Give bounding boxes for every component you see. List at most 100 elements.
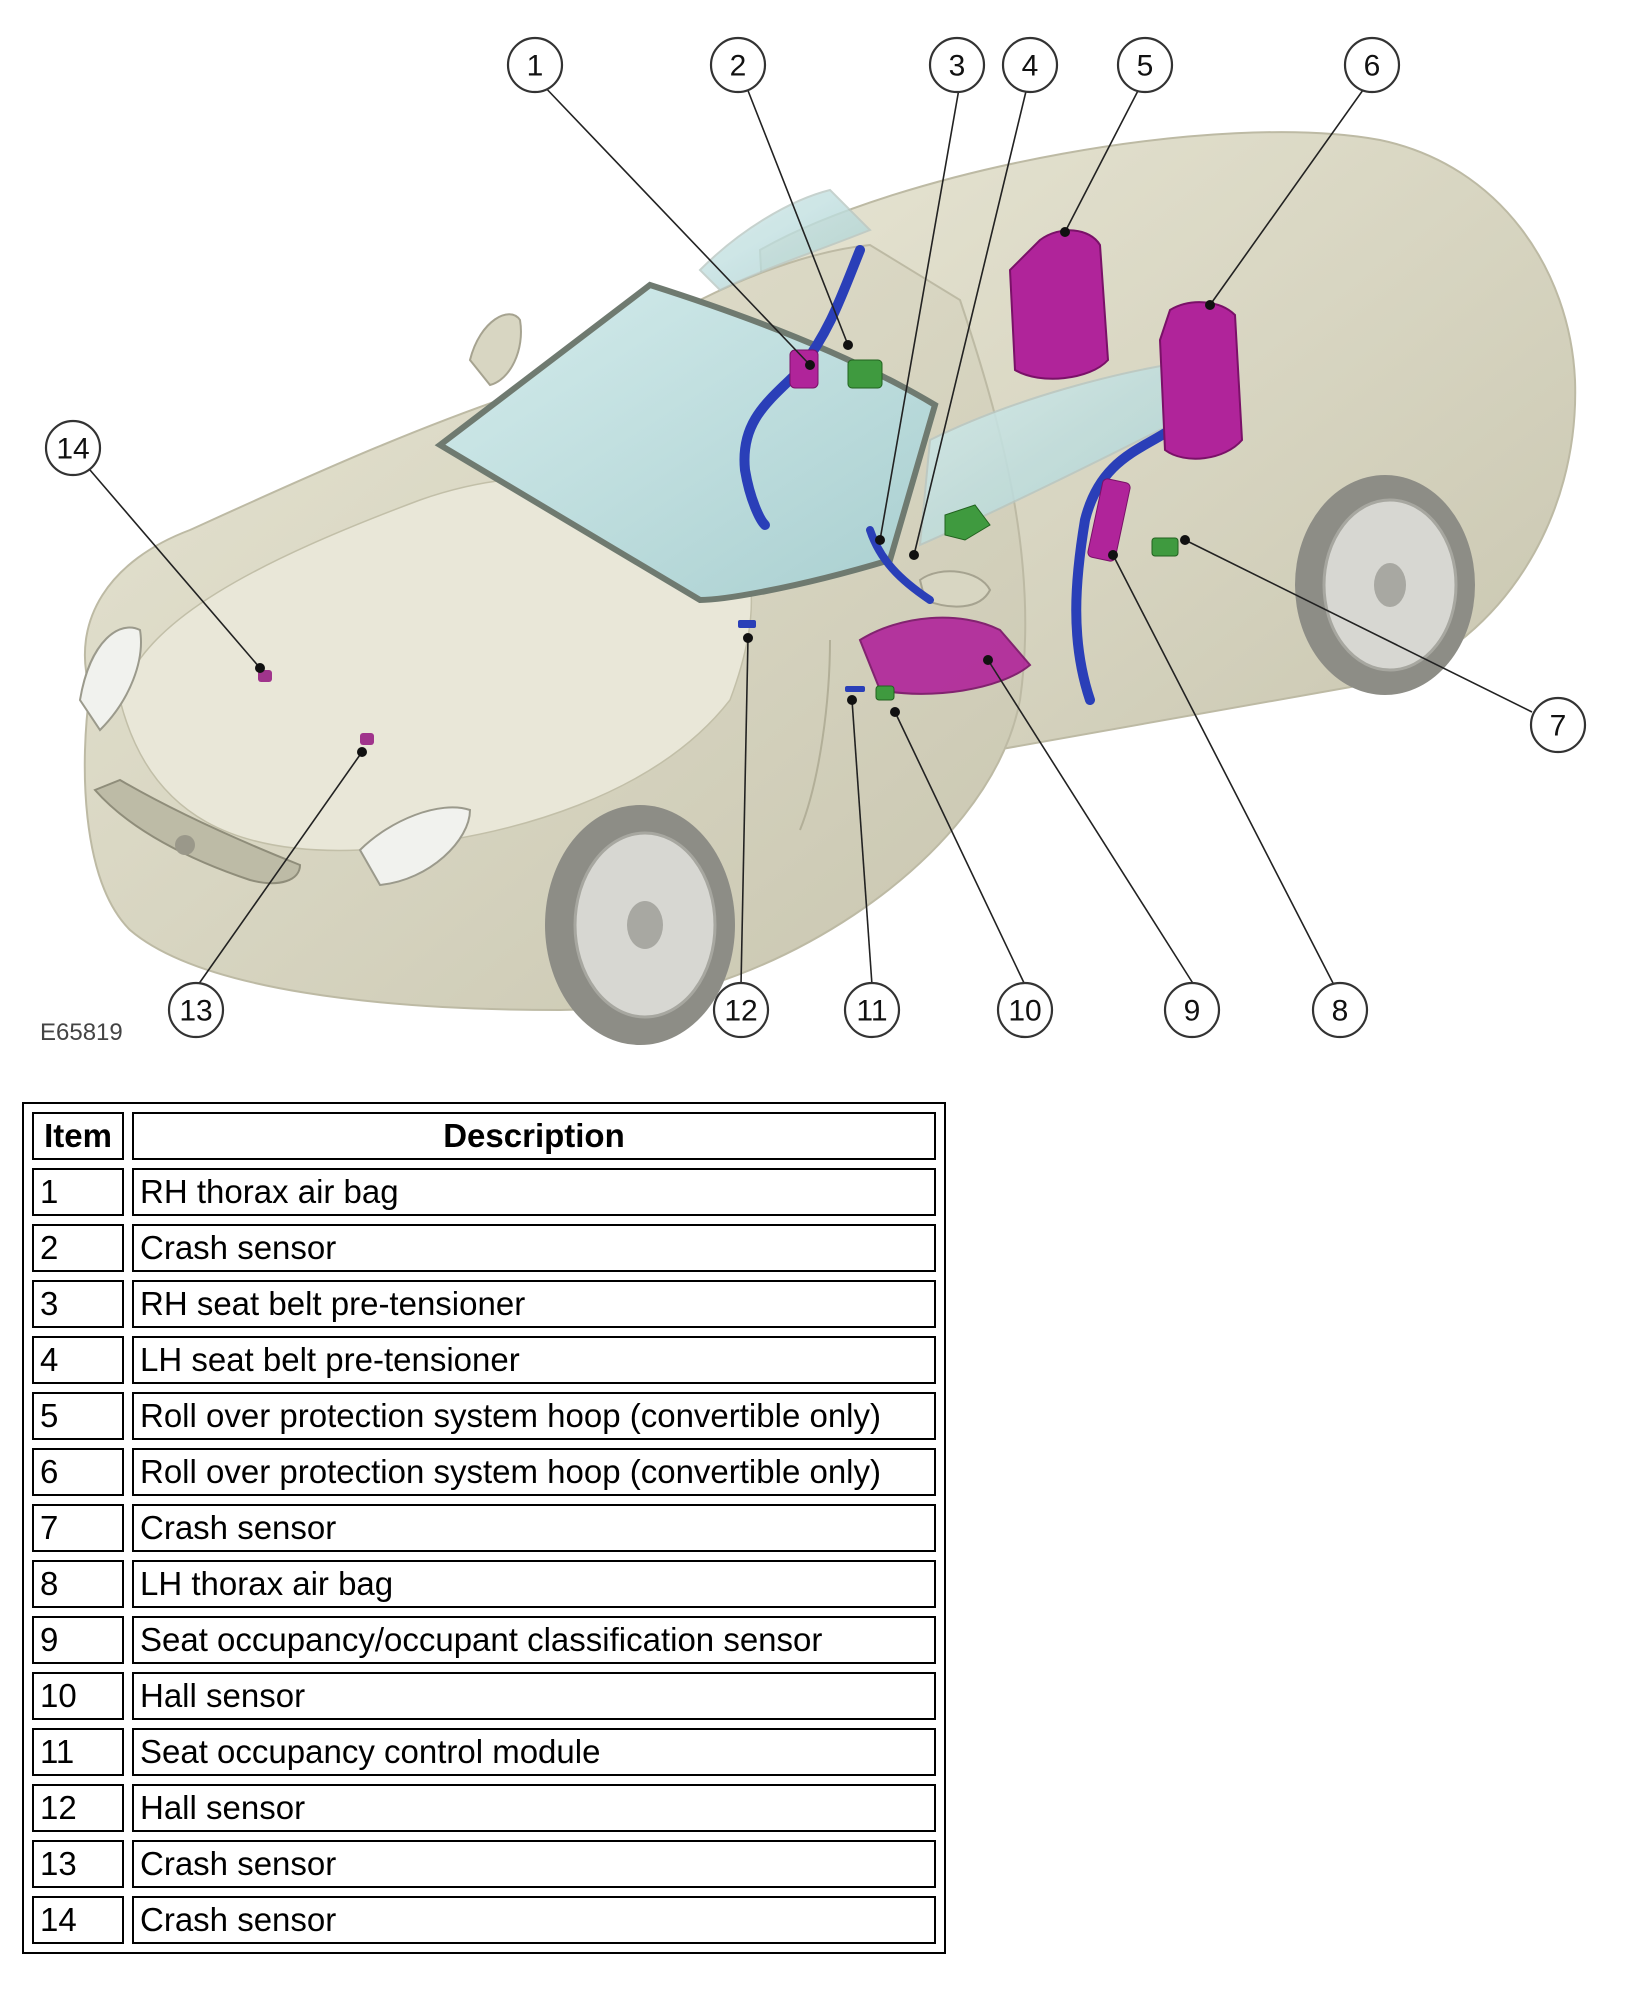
item-description: Crash sensor <box>132 1840 936 1888</box>
callout-10: 10 <box>996 981 1054 1039</box>
item-description: Seat occupancy control module <box>132 1728 936 1776</box>
item-description: Crash sensor <box>132 1504 936 1552</box>
dot-13 <box>357 747 367 757</box>
item-number: 13 <box>32 1840 124 1888</box>
item-number: 14 <box>32 1896 124 1944</box>
center-module <box>944 504 991 541</box>
svg-text:8: 8 <box>1332 995 1349 1028</box>
legend-header-row: Item Description <box>32 1112 936 1160</box>
dot-7 <box>1180 535 1190 545</box>
rh-thorax-airbag <box>789 349 819 389</box>
item-description: Seat occupancy/occupant classification s… <box>132 1616 936 1664</box>
seat-occupancy-module-11 <box>845 686 865 692</box>
car-component-location-diagram: 1 2 3 4 5 6 7 8 9 10 11 12 13 14 E65819 <box>40 36 1587 1046</box>
svg-text:12: 12 <box>724 995 757 1028</box>
callout-3: 3 <box>928 36 986 94</box>
crash-sensor-14 <box>258 670 272 682</box>
dot-11 <box>847 695 857 705</box>
leader-6 <box>1209 82 1369 306</box>
item-number: 6 <box>32 1448 124 1496</box>
callout-2: 2 <box>709 36 767 94</box>
callout-1: 1 <box>506 36 564 94</box>
item-number: 9 <box>32 1616 124 1664</box>
svg-text:14: 14 <box>56 433 89 466</box>
leader-10 <box>894 711 1026 986</box>
svg-text:9: 9 <box>1184 995 1201 1028</box>
item-description: Roll over protection system hoop (conver… <box>132 1392 936 1440</box>
left-mirror <box>468 313 522 387</box>
callout-5: 5 <box>1116 36 1174 94</box>
leader-dots <box>255 227 1215 757</box>
svg-text:7: 7 <box>1550 710 1567 743</box>
item-description: Crash sensor <box>132 1896 936 1944</box>
leader-2 <box>744 82 849 346</box>
description-column-header: Description <box>132 1112 936 1160</box>
lh-seat-belt <box>1071 425 1175 705</box>
svg-text:10: 10 <box>1008 995 1041 1028</box>
item-number: 2 <box>32 1224 124 1272</box>
item-description: Roll over protection system hoop (conver… <box>132 1448 936 1496</box>
front-belt-strap <box>866 526 934 604</box>
front-wheel <box>545 805 735 1045</box>
crash-sensor-13 <box>360 733 374 745</box>
hall-sensor-12 <box>738 620 756 628</box>
leader-8 <box>1112 554 1335 986</box>
car-illustration <box>78 131 1577 1045</box>
item-number: 4 <box>32 1336 124 1384</box>
leader-lines <box>89 82 1533 986</box>
svg-text:5: 5 <box>1137 50 1154 83</box>
hall-sensor-10 <box>875 685 895 701</box>
dot-2 <box>843 340 853 350</box>
callout-7: 7 <box>1529 696 1587 754</box>
right-headlight <box>358 806 472 887</box>
right-mirror <box>918 570 992 608</box>
dot-14 <box>255 663 265 673</box>
leader-4 <box>913 82 1029 556</box>
dot-3 <box>875 535 885 545</box>
leader-12 <box>740 637 749 986</box>
item-column-header: Item <box>32 1112 124 1160</box>
callout-4: 4 <box>1001 36 1059 94</box>
item-number: 7 <box>32 1504 124 1552</box>
dot-1 <box>805 360 815 370</box>
dot-8 <box>1108 550 1118 560</box>
dot-9 <box>983 655 993 665</box>
callout-14: 14 <box>44 419 102 477</box>
item-description: Hall sensor <box>132 1784 936 1832</box>
dot-4 <box>909 550 919 560</box>
item-number: 3 <box>32 1280 124 1328</box>
svg-text:4: 4 <box>1022 50 1039 83</box>
dot-10 <box>890 707 900 717</box>
dot-6 <box>1205 300 1215 310</box>
rear-wheel <box>1295 475 1475 695</box>
hood-panel <box>119 476 753 852</box>
callouts: 1 2 3 4 5 6 7 8 9 10 11 12 13 14 <box>44 36 1587 1039</box>
item-description: RH seat belt pre-tensioner <box>132 1280 936 1328</box>
rh-seat-belt <box>739 245 865 530</box>
svg-text:2: 2 <box>730 50 747 83</box>
item-number: 10 <box>32 1672 124 1720</box>
item-number: 12 <box>32 1784 124 1832</box>
item-number: 5 <box>32 1392 124 1440</box>
callout-12: 12 <box>712 981 770 1039</box>
leader-13 <box>197 751 363 986</box>
dot-12 <box>743 633 753 643</box>
rear-screen <box>698 188 872 292</box>
leader-1 <box>540 82 811 366</box>
leader-9 <box>987 659 1195 986</box>
svg-text:6: 6 <box>1364 50 1381 83</box>
item-number: 11 <box>32 1728 124 1776</box>
item-description: Crash sensor <box>132 1224 936 1272</box>
leader-14 <box>89 469 261 669</box>
